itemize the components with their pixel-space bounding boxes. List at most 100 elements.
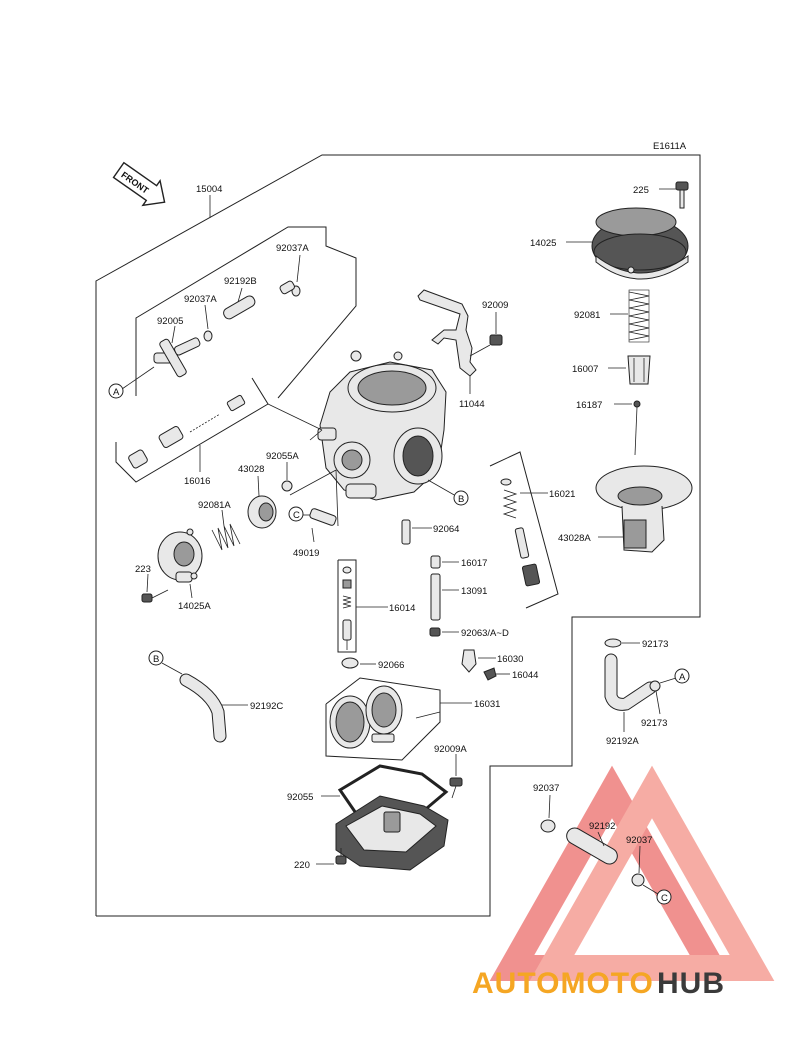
fuel-tee-subassembly-box — [135, 226, 357, 399]
screw-92009a — [449, 777, 463, 799]
part-92081a: 92081A — [198, 500, 231, 511]
callout-a-right — [674, 668, 690, 684]
callout-c-right-label: C — [661, 893, 668, 904]
callout-b-body — [453, 490, 469, 506]
diaphragm-43028 — [247, 495, 277, 529]
watermark-brand-part1: AUTOMOTO — [472, 967, 654, 1000]
pilot-screw-subassembly-box — [115, 377, 269, 483]
needle-holder-16007 — [627, 355, 651, 385]
callout-c-left — [288, 506, 304, 522]
screw-225 — [675, 181, 689, 209]
part-16044: 16044 — [512, 670, 538, 681]
screw-92009 — [469, 334, 503, 357]
part-16014: 16014 — [389, 603, 415, 614]
part-92005: 92005 — [157, 316, 183, 327]
part-92037-right: 92037 — [626, 835, 652, 846]
part-13091: 13091 — [461, 586, 487, 597]
clip-92037a-mid — [203, 330, 213, 342]
part-220: 220 — [294, 860, 310, 871]
part-49019: 49019 — [293, 548, 319, 559]
fuel-tee-fitting — [153, 337, 201, 378]
needle-jet-16021 — [500, 478, 541, 587]
hose-92192 — [566, 827, 618, 865]
part-92081: 92081 — [574, 310, 600, 321]
spring-92081a — [211, 523, 241, 551]
callout-c-left-label: C — [293, 510, 300, 521]
screw-223 — [141, 589, 169, 603]
callout-b-hose — [148, 650, 164, 666]
float-valve-16030 — [461, 649, 477, 673]
oring-92055a — [281, 480, 293, 492]
cover-14025a — [157, 528, 203, 583]
clip-92173-side — [649, 680, 661, 692]
part-16031: 16031 — [474, 699, 500, 710]
part-92009: 92009 — [482, 300, 508, 311]
front-arrow-icon: FRONT — [112, 161, 166, 207]
pilot-jet-16014 — [342, 566, 352, 650]
part-92192: 92192 — [589, 821, 615, 832]
needle-jet-subassembly-box — [489, 451, 559, 609]
needle-jet-13091 — [430, 573, 441, 621]
part-92055a: 92055A — [266, 451, 299, 462]
float-subassembly-box — [325, 677, 441, 761]
main-jet-92063 — [429, 627, 441, 637]
carburetor-body — [317, 350, 447, 501]
callout-a-right-label: A — [679, 672, 686, 683]
throttle-cable-bracket — [417, 289, 477, 377]
watermark-brand: AUTOMOTO HUB — [472, 967, 725, 1000]
starter-plunger-49019 — [309, 508, 337, 526]
diagram-code: E1611A — [653, 141, 687, 152]
part-16187: 16187 — [576, 400, 602, 411]
callout-a-left-label: A — [113, 387, 120, 398]
part-16016: 16016 — [184, 476, 210, 487]
callout-a-left — [108, 383, 124, 399]
watermark-brand-part2: HUB — [657, 967, 725, 1000]
part-14025a: 14025A — [178, 601, 211, 612]
part-16030: 16030 — [497, 654, 523, 665]
part-92063: 92063/A~D — [461, 628, 509, 639]
part-43028: 43028 — [238, 464, 264, 475]
part-92173-side: 92173 — [641, 718, 667, 729]
clip-92173-top — [604, 638, 622, 648]
pilot-jet-subassembly-box — [337, 559, 357, 653]
part-92009a: 92009A — [434, 744, 467, 755]
jet-16017 — [430, 555, 441, 569]
part-92037a-top: 92037A — [276, 243, 309, 254]
part-16021: 16021 — [549, 489, 575, 500]
diaphragm-43028a — [595, 465, 693, 553]
clip-92037-left — [540, 819, 556, 833]
part-92192c: 92192C — [250, 701, 283, 712]
screw-92064 — [401, 519, 411, 545]
callout-c-right — [656, 889, 672, 905]
cap-92066 — [341, 657, 359, 669]
part-92192b: 92192B — [224, 276, 257, 287]
jet-needle-16187 — [633, 400, 641, 456]
hose-92192b — [223, 295, 256, 320]
part-16007: 16007 — [572, 364, 598, 375]
part-92037a-mid: 92037A — [184, 294, 217, 305]
callout-b-body-label: B — [458, 494, 464, 505]
part-225: 225 — [633, 185, 649, 196]
clip-16044 — [483, 667, 497, 681]
watermark-triangle-logo — [489, 765, 775, 981]
pilot-screw-parts — [128, 394, 246, 469]
part-92192a: 92192A — [606, 736, 639, 747]
clip-92037-right — [631, 873, 645, 887]
part-15004: 15004 — [196, 184, 222, 195]
float-bowl — [335, 795, 449, 871]
part-92066: 92066 — [378, 660, 404, 671]
assembly-border — [95, 154, 701, 917]
callout-b-hose-label: B — [153, 654, 159, 665]
part-14025: 14025 — [530, 238, 556, 249]
float-16031 — [329, 685, 441, 749]
part-92064: 92064 — [433, 524, 459, 535]
part-223: 223 — [135, 564, 151, 575]
part-92037-left: 92037 — [533, 783, 559, 794]
part-92173-top: 92173 — [642, 639, 668, 650]
part-11044: 11044 — [459, 399, 485, 410]
spring-92081 — [628, 289, 650, 343]
part-43028a: 43028A — [558, 533, 591, 544]
part-16017: 16017 — [461, 558, 487, 569]
top-cover-14025 — [591, 207, 689, 280]
